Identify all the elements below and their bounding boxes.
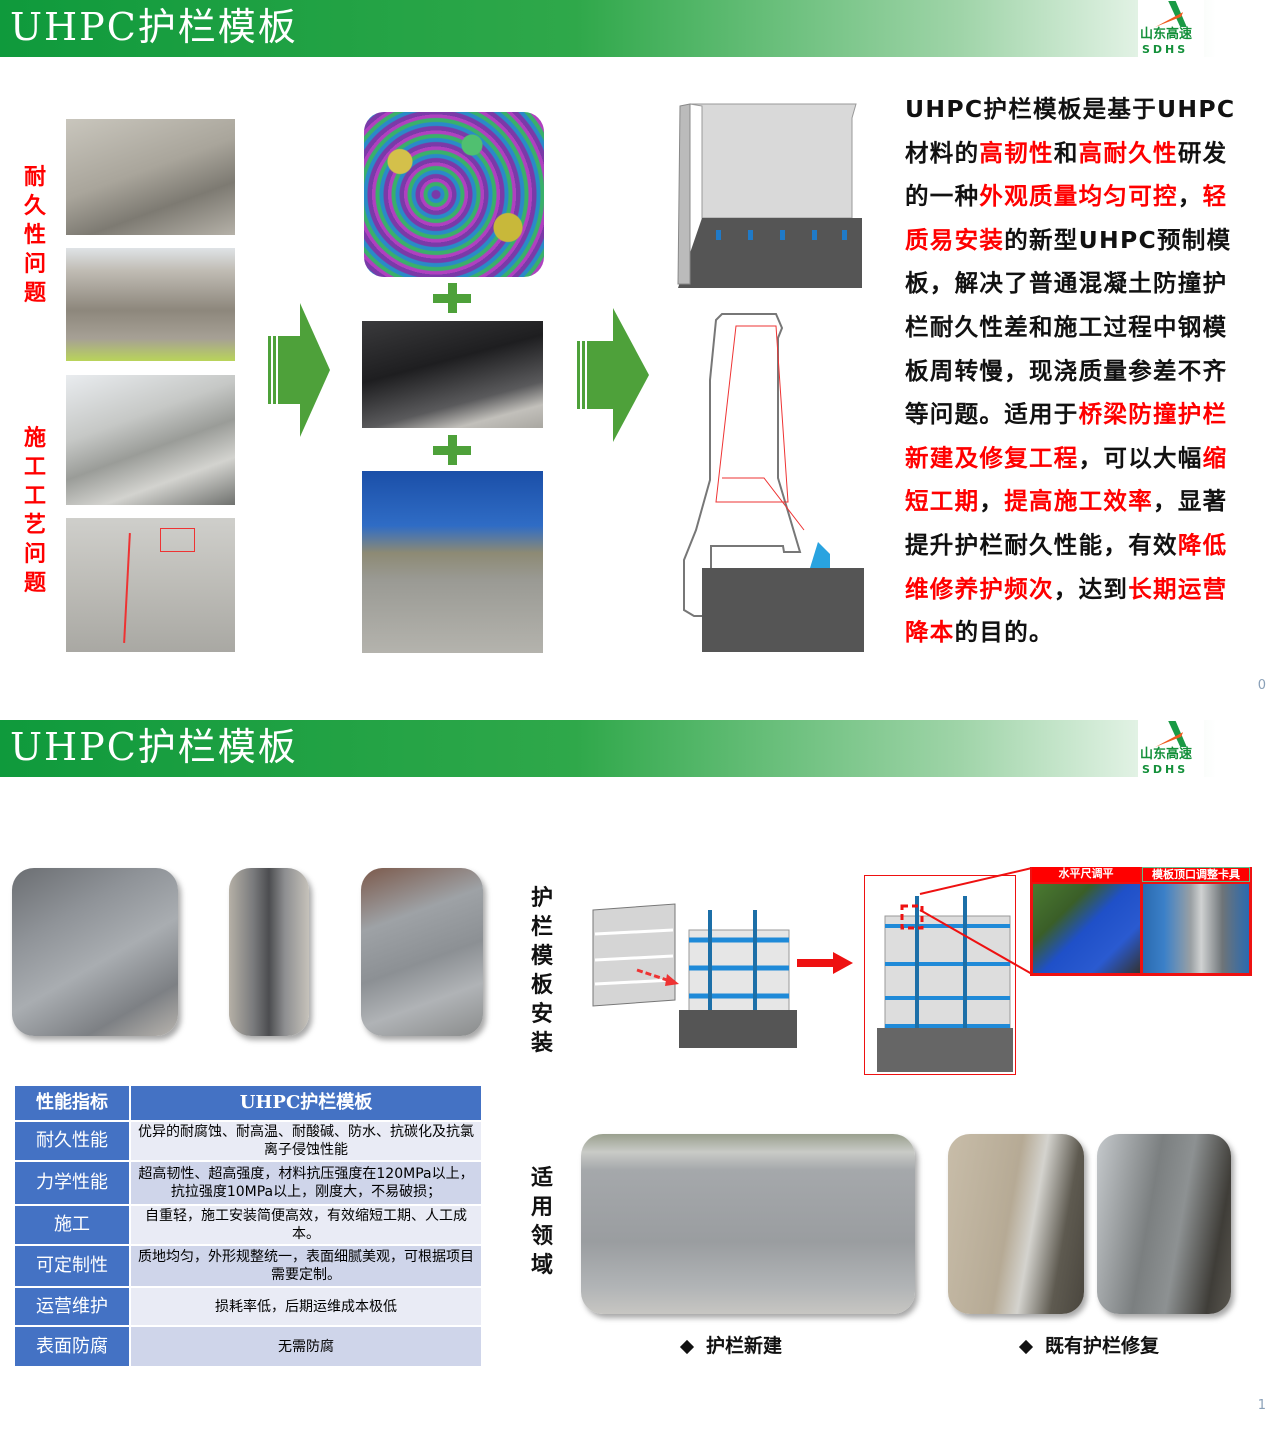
slide-1: UHPC护栏模板 山东高速 SDHS 耐久性问题 施工工艺问题 UHPC护栏模板… [0, 0, 1280, 693]
arrow-right-icon [797, 952, 853, 974]
logo-text-en: SDHS [1142, 43, 1189, 56]
detail-label-clamp: 模板顶口调整卡具 [1142, 867, 1250, 882]
label-formwork-install: 护栏模板安装 [530, 886, 553, 1056]
highlight-text: 桥梁防撞护栏新建及修复工程 [905, 400, 1228, 472]
table-row: 运营维护损耗率低，后期运维成本极低 [13, 1286, 483, 1327]
photo-uhpc-paste [362, 321, 543, 428]
slide-2: UHPC护栏模板 山东高速 SDHS 性能指标 UHPC护栏模板 耐久性能优异的… [0, 720, 1280, 1440]
row-key: 表面防腐 [13, 1325, 131, 1368]
logo-mark-icon [1155, 721, 1187, 747]
row-value: 质地均匀，外形规整统一，表面细腻美观，可根据项目需要定制。 [129, 1244, 483, 1288]
crack-line [123, 533, 131, 643]
table-header-cell: UHPC护栏模板 [129, 1084, 483, 1122]
photo-clamp-adjust [1143, 884, 1249, 973]
row-value: 损耗率低，后期运维成本极低 [129, 1286, 483, 1327]
table-row: 施工自重轻，施工安装简便高效，有效缩短工期、人工成本。 [13, 1204, 483, 1246]
plus-icon [433, 435, 471, 465]
logo-mark-icon [1155, 1, 1187, 27]
label-application: 适用领域 [530, 1166, 553, 1278]
photo-repair-barrier-2 [1097, 1134, 1231, 1314]
diamond-bullet-icon [679, 1339, 695, 1354]
table-row: 表面防腐无需防腐 [13, 1325, 483, 1368]
table-row: 可定制性质地均匀，外形规整统一，表面细腻美观，可根据项目需要定制。 [13, 1244, 483, 1288]
photo-level-adjust [1033, 884, 1140, 973]
slide-header: UHPC护栏模板 山东高速 SDHS [0, 720, 1280, 777]
highlight-text: 缩短工期 [905, 443, 1228, 516]
description-segment: ，显著提升护栏耐久性能，有效 [905, 487, 1228, 559]
plus-icon [433, 283, 471, 313]
caption-barrier-repair: 既有护栏修复 [1018, 1331, 1160, 1358]
caption-text: 护栏新建 [706, 1335, 783, 1357]
highlight-text: 长期运营降本 [905, 574, 1228, 647]
row-value: 超高韧性、超高强度，材料抗压强度在120MPa以上，抗拉强度10MPa以上，刚度… [129, 1160, 483, 1206]
description-segment: 的新型UHPC预制模板，解决了普通混凝土防撞护栏耐久性差和施工过程中钢模板周转慢… [905, 225, 1232, 429]
page-number: 0 [1257, 678, 1266, 693]
description-segment: UHPC护栏模板是基于UHPC材料的 [905, 95, 1236, 167]
logo-text-cn: 山东高速 [1140, 27, 1193, 42]
description-segment: ，达到 [1053, 574, 1129, 603]
logo-text-cn: 山东高速 [1140, 747, 1193, 762]
illustration-uhpc-particles [364, 112, 544, 277]
slide-header: UHPC护栏模板 山东高速 SDHS [0, 0, 1280, 57]
highlight-text: 高耐久性 [1078, 138, 1178, 167]
row-value: 自重轻，施工安装简便高效，有效缩短工期、人工成本。 [129, 1204, 483, 1246]
photo-cracked-barrier-2 [66, 248, 235, 361]
label-construction-issue: 施工工艺问题 [23, 426, 46, 596]
row-key: 运营维护 [13, 1286, 131, 1327]
description-segment: 和 [1053, 138, 1079, 167]
highlight-text: 外观质量均匀可控 [979, 182, 1178, 211]
row-value: 优异的耐腐蚀、耐高温、耐酸碱、防水、抗碳化及抗氯离子侵蚀性能 [129, 1120, 483, 1162]
description-segment: 的目的。 [954, 618, 1054, 647]
caption-new-barrier: 护栏新建 [679, 1331, 783, 1358]
label-durability-issue: 耐久性问题 [23, 165, 46, 306]
diamond-bullet-icon [1018, 1339, 1034, 1354]
photo-steel-fibers [362, 471, 543, 653]
detail-photos-frame: 水平尺调平 模板顶口调整卡具 [1030, 867, 1252, 976]
arrow-right-icon [577, 308, 649, 442]
caption-text: 既有护栏修复 [1045, 1335, 1160, 1357]
description-segment: ， [979, 487, 1005, 516]
photo-cracked-barrier-1 [66, 119, 235, 235]
photo-repair-barrier-1 [948, 1134, 1084, 1314]
row-value: 无需防腐 [129, 1325, 483, 1368]
photo-formwork-inside [229, 868, 309, 1036]
table-row: 耐久性能优异的耐腐蚀、耐高温、耐酸碱、防水、抗碳化及抗氯离子侵蚀性能 [13, 1120, 483, 1162]
description-segment: 研发的一种 [905, 138, 1228, 211]
table-row: 力学性能超高韧性、超高强度，材料抗压强度在120MPa以上，抗拉强度10MPa以… [13, 1160, 483, 1206]
row-key: 力学性能 [13, 1160, 131, 1206]
table-header-row: 性能指标 UHPC护栏模板 [13, 1084, 483, 1122]
description-segment: ， [1177, 182, 1203, 211]
arrow-right-icon [268, 303, 330, 437]
illustration-barrier-section [683, 313, 864, 652]
highlight-text: 轻质易安装 [905, 182, 1228, 254]
highlight-text: 降低维修养护频次 [905, 530, 1228, 603]
crack-highlight-box [160, 528, 195, 552]
sdhs-logo: 山东高速 SDHS [1138, 720, 1204, 777]
illustration-install-steps [592, 903, 797, 1048]
performance-table: 性能指标 UHPC护栏模板 耐久性能优异的耐腐蚀、耐高温、耐酸碱、防水、抗碳化及… [13, 1084, 483, 1368]
description-segment: ，可以大幅 [1078, 443, 1203, 472]
photo-formwork-factory-1 [12, 868, 178, 1036]
illustration-formwork-3d [677, 103, 862, 288]
description-text: UHPC护栏模板是基于UHPC材料的高韧性和高耐久性研发的一种外观质量均匀可控，… [905, 88, 1240, 655]
photo-formwork-factory-2 [361, 868, 483, 1036]
row-key: 可定制性 [13, 1244, 131, 1288]
detail-label-level: 水平尺调平 [1032, 867, 1140, 882]
logo-text-en: SDHS [1142, 763, 1189, 776]
zoom-connector-lines [919, 867, 1033, 975]
table-header-cell: 性能指标 [13, 1084, 131, 1122]
page-number: 1 [1257, 1398, 1266, 1413]
highlight-text: 提高施工效率 [1004, 487, 1154, 516]
photo-new-barrier [581, 1134, 915, 1314]
highlight-text: 高韧性 [979, 138, 1054, 167]
row-key: 耐久性能 [13, 1120, 131, 1162]
photo-barrier-crack [66, 518, 235, 652]
sdhs-logo: 山东高速 SDHS [1138, 0, 1204, 57]
row-key: 施工 [13, 1204, 131, 1246]
slide-title: UHPC护栏模板 [10, 725, 298, 769]
photo-bridge-barrier [66, 375, 235, 505]
slide-title: UHPC护栏模板 [10, 5, 298, 49]
